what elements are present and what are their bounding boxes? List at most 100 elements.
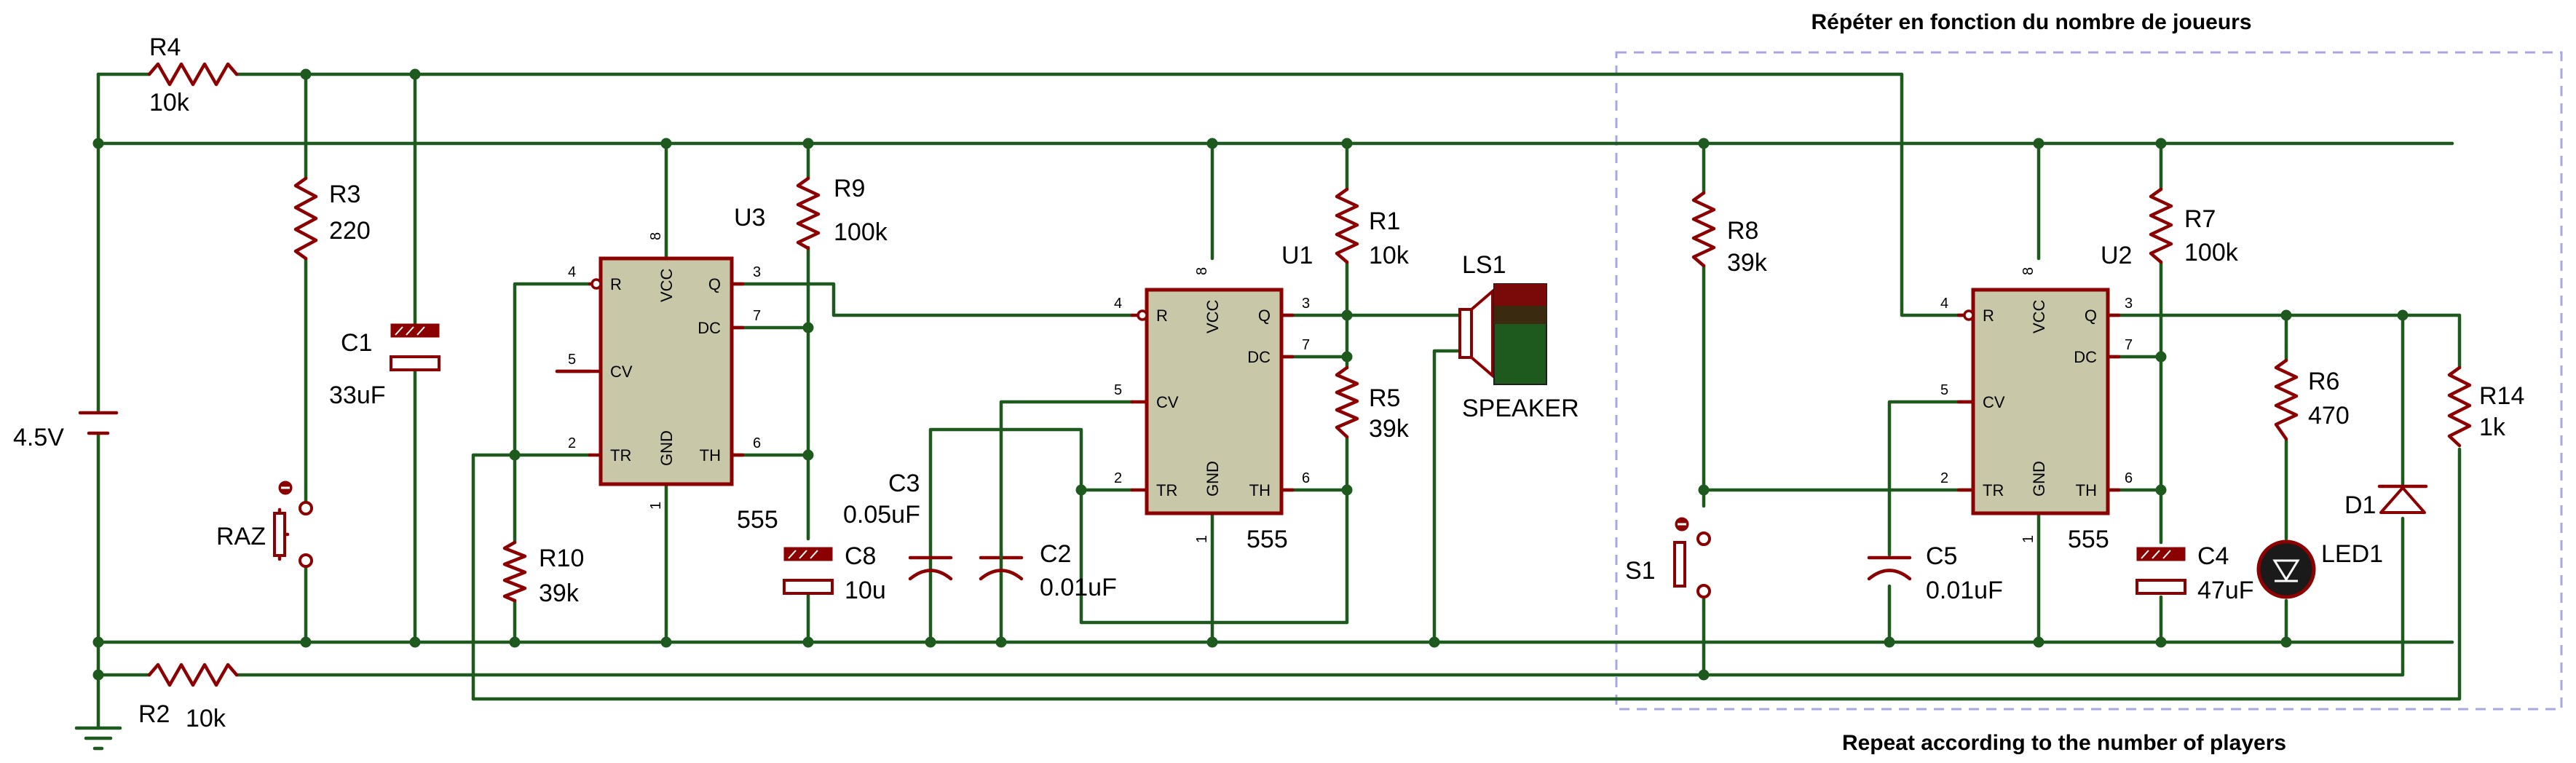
repeat-title-french: Répéter en fonction du nombre de joueurs [1811,10,2251,34]
r10-value: 39k [539,580,580,607]
u3-pinnum-5: 5 [568,352,576,368]
u2-pin-th: TH [2076,481,2097,499]
u3-pinnum-4: 4 [568,264,576,280]
led1-ref: LED1 [2321,540,2383,568]
r3-value: 220 [329,217,371,245]
u2-pinnum-5: 5 [1940,382,1948,398]
switch-raz[interactable]: RAZ [216,481,313,568]
r8-ref: R8 [1727,217,1758,245]
resistor-r14: R14 1k [2447,365,2524,448]
u3-pin-vcc: VCC [657,268,676,302]
capacitor-c3: C3 0.05uF [843,470,1024,581]
led-led1: LED1 [2256,539,2383,599]
u3-pin-dc: DC [698,319,721,337]
junctions [92,68,2409,681]
u2-pinnum-8: 8 [2020,267,2036,275]
u1-pin-tr: TR [1156,481,1177,499]
r3-ref: R3 [329,181,360,208]
r4-value: 10k [149,89,190,116]
s1-ref: S1 [1625,557,1656,585]
r9-ref: R9 [834,175,865,202]
r6-ref: R6 [2308,368,2339,395]
battery-symbol: 4.5V [13,411,119,451]
d1-ref: D1 [2344,491,2376,519]
resistor-r9: R9 100k [796,175,888,250]
capacitor-c8: C8 10u [783,542,886,604]
resistor-r4: R4 10k [147,33,239,116]
u1-pin-r: R [1156,307,1168,325]
c4-value: 47uF [2197,577,2254,604]
capacitor-c5: C5 0.01uF [1867,542,2003,604]
u1-pinnum-2: 2 [1114,470,1122,486]
repeat-region-box [1615,51,2563,711]
u3-pin-tr: TR [610,446,631,464]
diode-d1: D1 [2344,484,2428,519]
r14-value: 1k [2479,414,2506,441]
c2-value: 0.01uF [1040,574,1117,601]
u3-ref: U3 [734,204,765,232]
u3-pinnum-3: 3 [753,264,761,280]
u1-pin-gnd: GND [1204,461,1222,497]
u3-pinnum-1: 1 [648,502,664,510]
switch-s1[interactable]: S1 [1625,517,1711,598]
u3-pin-th: TH [700,446,721,464]
c3-ref: C3 [888,470,920,497]
u3-pin-gnd: GND [657,430,676,466]
c8-value: 10u [845,577,886,604]
u2-pin-cv: CV [1983,393,2005,411]
r5-ref: R5 [1369,384,1400,412]
r1-ref: R1 [1369,207,1400,235]
u1-pinnum-8: 8 [1194,267,1210,275]
c5-value: 0.01uF [1926,577,2003,604]
u2-pinnum-7: 7 [2125,337,2133,353]
u3-part: 555 [737,506,778,534]
r2-value: 10k [186,705,226,732]
u1-pin-th: TH [1249,481,1271,499]
u3-pinnum-6: 6 [753,435,761,451]
u2-pinnum-6: 6 [2125,470,2133,486]
u2-pinnum-3: 3 [2125,296,2133,312]
u3-pinnum-8: 8 [648,232,664,240]
timer-u2: R CV TR Q DC TH VCC GND 4 5 2 3 7 6 8 1 … [1940,242,2133,553]
r6-value: 470 [2308,402,2350,430]
resistor-r7: R7 100k [2149,187,2239,266]
repeat-title-english: Repeat according to the number of player… [1842,731,2286,755]
c8-ref: C8 [845,542,876,570]
r2-ref: R2 [138,700,170,728]
u1-part: 555 [1246,526,1288,553]
u1-pinnum-3: 3 [1302,296,1310,312]
resistor-r8: R8 39k [1691,191,1768,277]
r14-ref: R14 [2479,382,2524,410]
c5-ref: C5 [1926,542,1957,570]
u2-pin-r: R [1983,307,1994,325]
r4-ref: R4 [149,33,181,61]
c4-ref: C4 [2197,542,2229,570]
u2-part: 555 [2068,526,2109,553]
battery-value: 4.5V [13,424,64,451]
resistor-r5: R5 39k [1335,365,1410,443]
u1-pin-dc: DC [1247,348,1271,366]
r1-value: 10k [1369,242,1410,269]
c1-ref: C1 [341,329,372,357]
u1-pinnum-7: 7 [1302,337,1310,353]
u2-pin-q: Q [2085,307,2097,325]
wires [96,72,2462,730]
u2-pin-gnd: GND [2030,461,2048,497]
ls1-ref: LS1 [1462,251,1506,279]
u2-pinnum-2: 2 [1940,470,1948,486]
u1-pinnum-6: 6 [1302,470,1310,486]
u1-pinnum-4: 4 [1114,296,1122,312]
resistor-r10: R10 39k [502,540,584,607]
u1-pin-cv: CV [1156,393,1179,411]
speaker-ls1: LS1 SPEAKER [1458,251,1579,422]
r10-ref: R10 [539,545,584,572]
ground-icon [74,726,122,751]
resistor-r6: R6 470 [2274,358,2350,441]
capacitor-c1: C1 33uF [329,323,440,409]
u3-pinnum-7: 7 [753,308,761,324]
u2-pinnum-1: 1 [2020,535,2036,543]
u1-pinnum-5: 5 [1114,382,1122,398]
resistor-r2: R2 10k [138,663,239,732]
u2-pin-dc: DC [2074,348,2097,366]
